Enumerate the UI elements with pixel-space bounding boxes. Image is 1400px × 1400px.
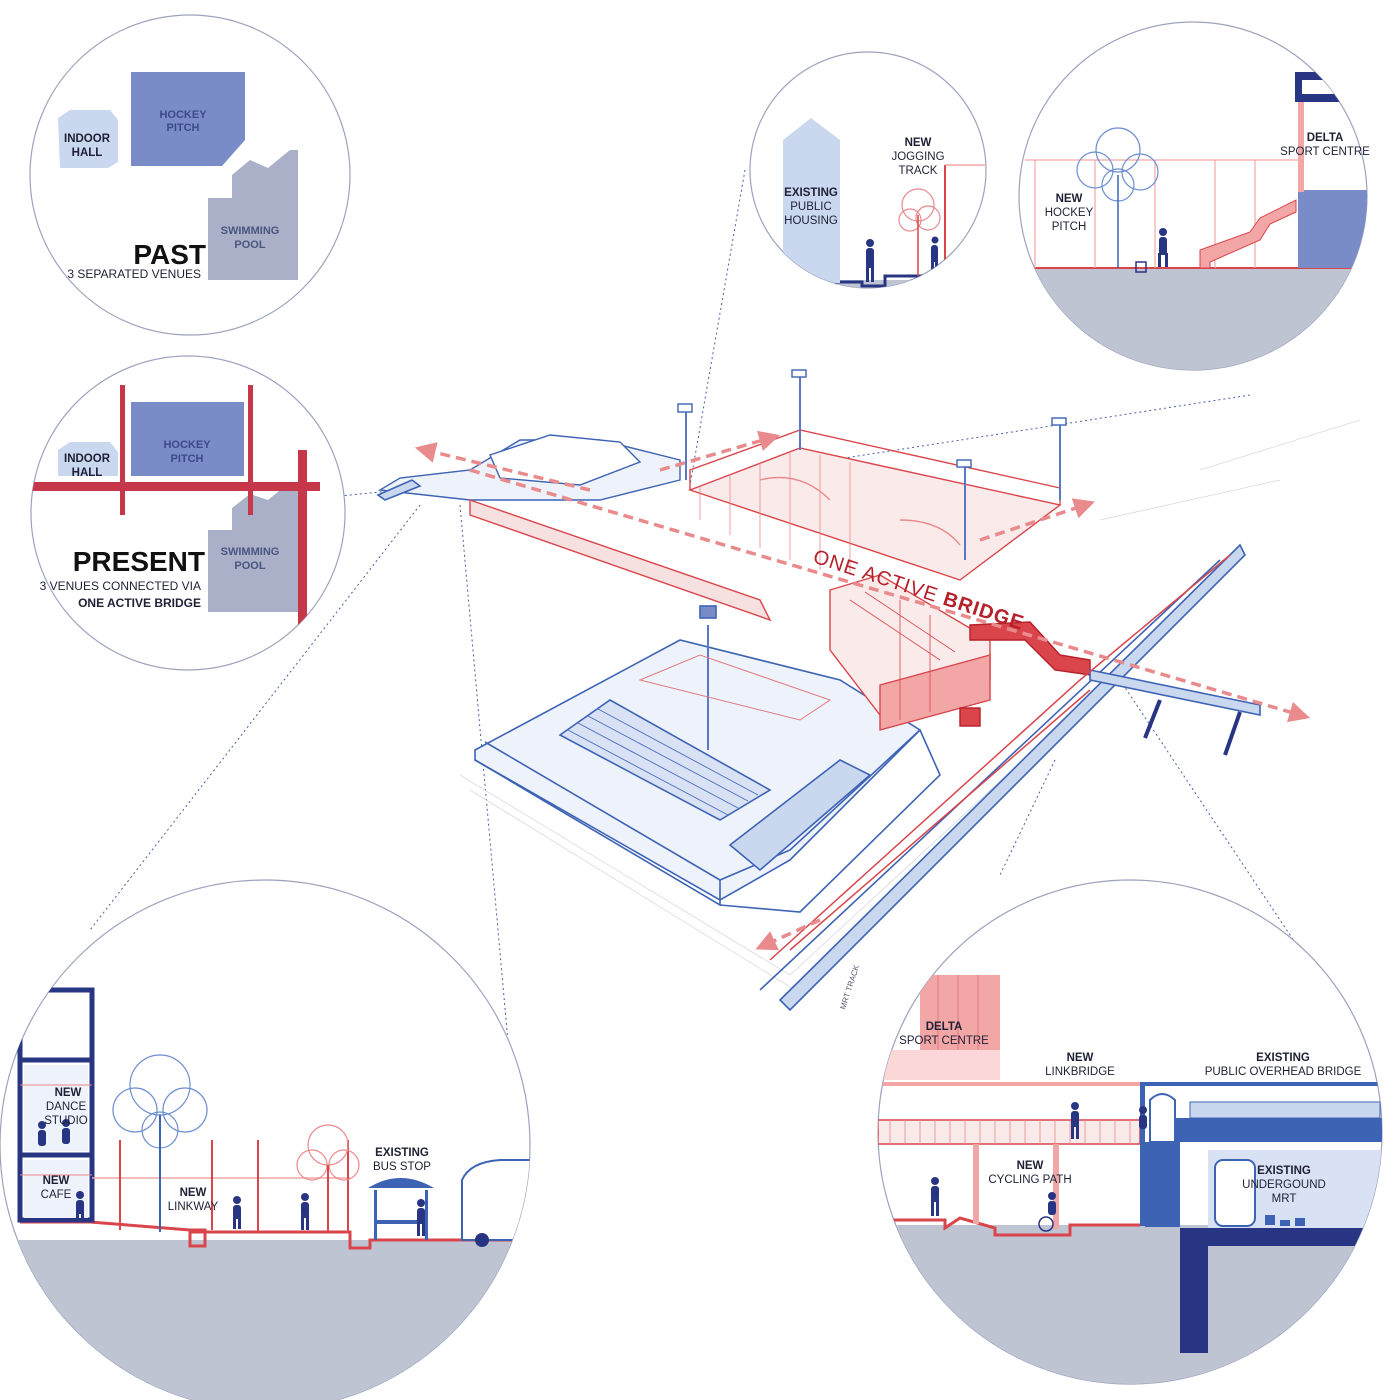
linkbridge-deck: [878, 1119, 1141, 1145]
hockey-person: [1158, 228, 1168, 267]
present-active-bridge-lines: [31, 385, 320, 625]
public-housing-label-1: PUBLIC: [790, 201, 832, 213]
mrt-label: MRT: [1272, 1193, 1297, 1205]
present-hockey-pitch-label-1: HOCKEY: [163, 439, 211, 451]
past-swimming-pool-label-2: POOL: [234, 239, 265, 251]
tree-linkway-blue: [112, 1054, 208, 1232]
cycling-path-label: CYCLING PATH: [988, 1174, 1071, 1186]
indoor-hall-complex: [377, 403, 772, 622]
new-label: NEW: [1056, 193, 1083, 205]
undergound-label: UNDERGOUND: [1242, 1179, 1326, 1191]
mrt-box-roof: [1180, 1228, 1382, 1246]
new-cafe-label: NEW: [43, 1175, 70, 1187]
public-housing-block: [783, 118, 840, 283]
past-diagram: INDOOR HALL HOCKEY PITCH SWIMMING POOL P…: [29, 14, 351, 336]
linkbridge-roof: [878, 1082, 1140, 1086]
circulation-arrows: [414, 430, 1311, 951]
linkway-people: [38, 1119, 425, 1236]
present-hockey-pitch-block: [131, 402, 244, 476]
linkway-label: LINKWAY: [168, 1201, 219, 1213]
jogging-track-label-1: JOGGING: [891, 151, 944, 163]
past-indoor-hall-block: [58, 110, 118, 168]
past-swimming-pool-block: [208, 150, 298, 280]
overhead-bridge-axon: [376, 479, 1261, 1012]
delta-label: DELTA: [1307, 132, 1344, 144]
present-indoor-hall-label-1: INDOOR: [64, 453, 111, 465]
existing-mrt-label: EXISTING: [1257, 1165, 1311, 1177]
new-label: NEW: [905, 137, 932, 149]
existing-label: EXISTING: [784, 187, 838, 199]
tree-jogging: [898, 188, 941, 276]
past-hockey-pitch-label-2: PITCH: [167, 122, 200, 134]
present-swimming-pool-label-2: POOL: [234, 560, 265, 572]
section-mrt: DELTA SPORT CENTRE NEW LINKBRIDGE EXISTI…: [877, 879, 1383, 1385]
linkbridge-label: LINKBRIDGE: [1045, 1066, 1115, 1078]
delta-label: DELTA: [926, 1021, 963, 1033]
mrt-people: [931, 1102, 1147, 1232]
present-indoor-hall-label-2: HALL: [72, 467, 103, 479]
present-indoor-hall-block: [58, 442, 118, 476]
hockey-pitch-label-2: PITCH: [1052, 221, 1087, 233]
new-linkway-label: NEW: [180, 1187, 207, 1199]
hockey-fence: [1025, 159, 1300, 268]
past-hockey-pitch-label-1: HOCKEY: [159, 109, 207, 121]
present-subtitle-2: ONE ACTIVE BRIDGE: [78, 596, 201, 610]
section-jogging-track: EXISTING PUBLIC HOUSING NEW JOGGING TRAC…: [749, 51, 987, 289]
dance-cafe-building: [17, 987, 95, 1223]
section-linkway: NEW DANCE STUDIO NEW CAFE NEW LINKWAY EX…: [0, 879, 531, 1400]
present-subtitle-1: 3 VENUES CONNECTED VIA: [40, 579, 201, 593]
mrt-train: [1214, 1159, 1256, 1227]
present-swimming-pool-block: [208, 482, 298, 612]
delta-building: [1298, 190, 1367, 268]
present-title: PRESENT: [73, 546, 205, 577]
past-swimming-pool-label-1: SWIMMING: [221, 225, 280, 237]
new-dance-label: NEW: [55, 1087, 82, 1099]
delta-sport-centre-axon: [829, 574, 1091, 731]
public-overhead-bridge-label: PUBLIC OVERHEAD BRIDGE: [1205, 1066, 1362, 1078]
past-circle-frame: [29, 14, 351, 336]
past-hockey-pitch-block: [131, 72, 245, 166]
mrt-track-label: MRT TRACK: [838, 963, 861, 1010]
bus: [461, 1159, 530, 1241]
active-walkway: [769, 554, 1231, 961]
public-housing-label-2: HOUSING: [784, 215, 838, 227]
present-swimming-pool-label-1: SWIMMING: [221, 546, 280, 558]
cafe-label: CAFE: [41, 1189, 72, 1201]
past-indoor-hall-label-1: INDOOR: [64, 133, 111, 145]
section-hockey-pitch: NEW HOCKEY PITCH DELTA SPORT CENTRE: [1018, 21, 1370, 371]
overhead-bridge-deck: [1175, 1118, 1382, 1142]
jogging-track-label-2: TRACK: [899, 165, 938, 177]
past-indoor-hall-label-2: HALL: [72, 147, 103, 159]
pool-complex: [474, 605, 941, 913]
hockey-pitch-label-1: HOCKEY: [1045, 207, 1094, 219]
sport-centre-label: SPORT CENTRE: [899, 1035, 989, 1047]
past-subtitle: 3 SEPARATED VENUES: [67, 267, 201, 281]
present-diagram: INDOOR HALL HOCKEY PITCH SWIMMING POOL P…: [30, 355, 346, 671]
new-linkbridge-label: NEW: [1067, 1052, 1094, 1064]
hockey-pitch-deck: [687, 369, 1067, 581]
bus-stop-shelter: [368, 1178, 434, 1188]
past-title: PAST: [133, 239, 206, 270]
person-silhouettes: [866, 236, 939, 282]
sport-centre-label: SPORT CENTRE: [1280, 146, 1370, 158]
existing-bus-label: EXISTING: [375, 1147, 429, 1159]
present-hockey-pitch-label-2: PITCH: [171, 453, 204, 465]
tree-hockey: [1076, 127, 1159, 268]
existing-bridge-label: EXISTING: [1256, 1052, 1310, 1064]
dance-studio-label-2: STUDIO: [44, 1115, 88, 1127]
new-cycle-label: NEW: [1017, 1160, 1044, 1172]
tree-linkway-red: [296, 1124, 360, 1232]
delta-stair: [1199, 199, 1297, 269]
dance-studio-label-1: DANCE: [46, 1101, 87, 1113]
bus-stop-label: BUS STOP: [373, 1161, 431, 1173]
